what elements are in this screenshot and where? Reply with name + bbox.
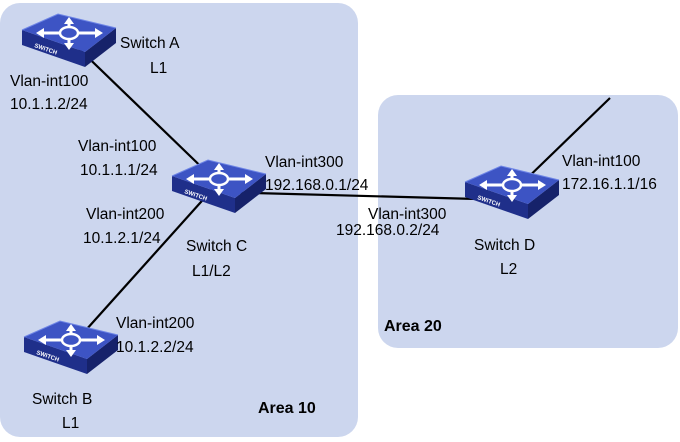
interface-ip: 10.1.1.1/24 <box>80 162 158 179</box>
interface-ip: 10.1.1.2/24 <box>10 96 88 113</box>
area-10-region <box>0 3 358 437</box>
interface-ip: 172.16.1.1/16 <box>562 176 657 193</box>
interface-name: Vlan-int100 <box>10 73 89 90</box>
switch-d-name: Switch D <box>474 237 535 254</box>
switch-c-name: Switch C <box>186 238 247 255</box>
link-c-d <box>217 190 516 202</box>
interface-ip: 10.1.2.2/24 <box>116 339 194 356</box>
area-20-region <box>378 95 678 348</box>
switch-d-level: L2 <box>500 261 517 278</box>
interface-name: Vlan-int300 <box>368 206 447 223</box>
area-10-label: Area 10 <box>258 400 316 417</box>
switch-c-level: L1/L2 <box>192 263 231 280</box>
interface-name: Vlan-int200 <box>116 315 195 332</box>
interface-ip: 192.168.0.1/24 <box>265 177 369 194</box>
link-a-c <box>69 39 219 184</box>
interface-ip: 192.168.0.2/24 <box>336 222 440 239</box>
interface-name: Vlan-int200 <box>86 206 165 223</box>
link-c-b <box>67 182 219 351</box>
interface-name: Vlan-int100 <box>562 153 641 170</box>
interface-ip: 10.1.2.1/24 <box>83 230 161 247</box>
switch-b-level: L1 <box>62 415 79 432</box>
switch-b-name: Switch B <box>32 391 92 408</box>
interface-name: Vlan-int100 <box>78 138 157 155</box>
switch-a-level: L1 <box>150 60 167 77</box>
area-20-label: Area 20 <box>384 318 442 335</box>
switch-a-name: Switch A <box>120 35 180 52</box>
interface-name: Vlan-int300 <box>265 154 344 171</box>
